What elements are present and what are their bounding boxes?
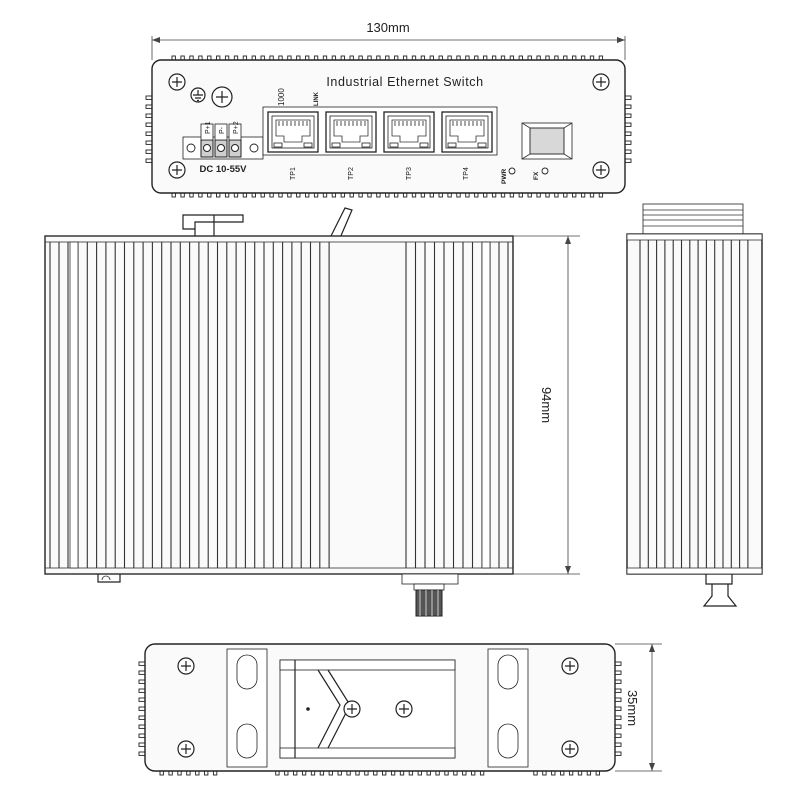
width-label: 130mm: [366, 20, 409, 35]
led-icon: [508, 167, 516, 175]
width-dimension: 130mm: [151, 20, 626, 60]
fiber-port-icon: [521, 122, 573, 160]
screw-icon: [561, 740, 579, 758]
fiber-connector: [401, 573, 459, 617]
rj45-port-icon: [325, 111, 377, 153]
front-panel: P+1 P- P+2 DC 10-55V Industrial Ethernet…: [145, 55, 632, 198]
terminal-label-p1: P+1: [205, 121, 212, 134]
screw-icon: [177, 657, 195, 675]
rj45-port-group: [267, 111, 493, 153]
terminal-label-p2: P+2: [233, 121, 240, 134]
side-view-fins: [49, 241, 509, 569]
screw-icon: [168, 73, 186, 91]
rj45-port-icon: [267, 111, 319, 153]
height-dimension: 94mm: [513, 235, 580, 575]
panel-title: Industrial Ethernet Switch: [326, 75, 483, 89]
rj45-port-icon: [441, 111, 493, 153]
screw-icon: [592, 73, 610, 91]
height-label: 94mm: [539, 387, 554, 423]
pwr-label: PWR: [501, 169, 508, 184]
ground-icon: [190, 87, 206, 103]
screw-icon: [211, 86, 233, 108]
screw-icon: [343, 700, 361, 718]
port-label-tp3: TP3: [406, 167, 413, 180]
port-label-tp4: TP4: [463, 167, 470, 180]
power-label: DC 10-55V: [200, 164, 248, 175]
side-view: 94mm: [44, 207, 580, 617]
depth-label: 35mm: [625, 690, 640, 726]
screw-icon: [592, 161, 610, 179]
led-icon: [541, 167, 549, 175]
screw-icon: [561, 657, 579, 675]
fx-label: FX: [533, 171, 540, 180]
end-view-fins: [626, 233, 763, 575]
screw-icon: [177, 740, 195, 758]
port-label-tp1: TP1: [290, 167, 297, 180]
rj45-port-icon: [383, 111, 435, 153]
end-view: [626, 203, 763, 607]
bottom-view: 35mm: [138, 643, 662, 776]
screw-icon: [395, 700, 413, 718]
terminal-label-pminus: P-: [219, 126, 226, 134]
power-terminal-block: P+1 P- P+2: [182, 121, 264, 160]
speed-label: 1000: [277, 88, 286, 106]
port-label-tp2: TP2: [348, 167, 355, 180]
link-label: LINK: [314, 91, 320, 106]
depth-dimension: 35mm: [615, 643, 662, 772]
screw-icon: [168, 161, 186, 179]
